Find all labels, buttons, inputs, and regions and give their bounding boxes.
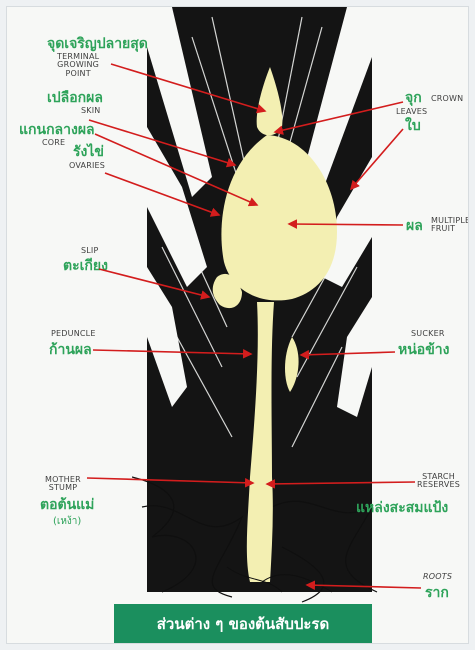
diagram-page: จุดเจริญปลายสุด TERMINAL GROWING POINT เ… bbox=[6, 6, 469, 644]
diagram-title: ส่วนต่าง ๆ ของต้นสับปะรด bbox=[157, 612, 329, 636]
multiple-fruit-en-2: FRUIT bbox=[431, 225, 469, 233]
starch-reserves-en-2: RESERVES bbox=[417, 481, 460, 489]
terminal-point-en-3: POINT bbox=[57, 70, 99, 78]
multiple-fruit-thai: ผล bbox=[406, 219, 423, 233]
mother-stump-label: MOTHER STUMP bbox=[45, 476, 81, 493]
ovaries-thai: รังไข่ bbox=[73, 145, 104, 159]
ovaries-label: OVARIES bbox=[69, 162, 105, 170]
core-label: CORE bbox=[42, 139, 65, 147]
leaves-thai: ใบ bbox=[405, 119, 421, 133]
crown-thai: จุก bbox=[405, 91, 422, 105]
roots-thai: ราก bbox=[425, 586, 449, 600]
terminal-point-label: TERMINAL GROWING POINT bbox=[57, 53, 99, 78]
skin-label: SKIN bbox=[81, 107, 100, 115]
leaves-label: LEAVES bbox=[396, 108, 427, 116]
slip-label: SLIP bbox=[81, 247, 99, 255]
crown-label: CROWN bbox=[431, 95, 463, 103]
starch-reserves-thai: แหล่งสะสมแป้ง bbox=[356, 501, 448, 515]
mother-stump-thai-sub: (เหง้า) bbox=[53, 517, 81, 527]
sucker-label: SUCKER bbox=[411, 330, 445, 338]
multiple-fruit-label: MULTIPLE FRUIT bbox=[431, 217, 469, 234]
peduncle-label: PEDUNCLE bbox=[51, 330, 96, 338]
core-thai: แกนกลางผล bbox=[19, 123, 95, 137]
roots-label: ROOTS bbox=[423, 573, 452, 581]
peduncle-thai: ก้านผล bbox=[49, 343, 92, 357]
terminal-point-thai: จุดเจริญปลายสุด bbox=[47, 37, 148, 51]
mother-stump-thai: ตอต้นแม่ bbox=[40, 498, 94, 512]
slip-thai: ตะเกียง bbox=[63, 259, 108, 273]
mother-stump-en-2: STUMP bbox=[45, 484, 81, 492]
starch-reserves-label: STARCH RESERVES bbox=[417, 473, 460, 490]
skin-thai: เปลือกผล bbox=[47, 91, 103, 105]
title-banner: ส่วนต่าง ๆ ของต้นสับปะรด bbox=[114, 604, 372, 644]
sucker-thai: หน่อข้าง bbox=[398, 343, 449, 357]
pineapple-plant-illustration bbox=[132, 7, 382, 607]
